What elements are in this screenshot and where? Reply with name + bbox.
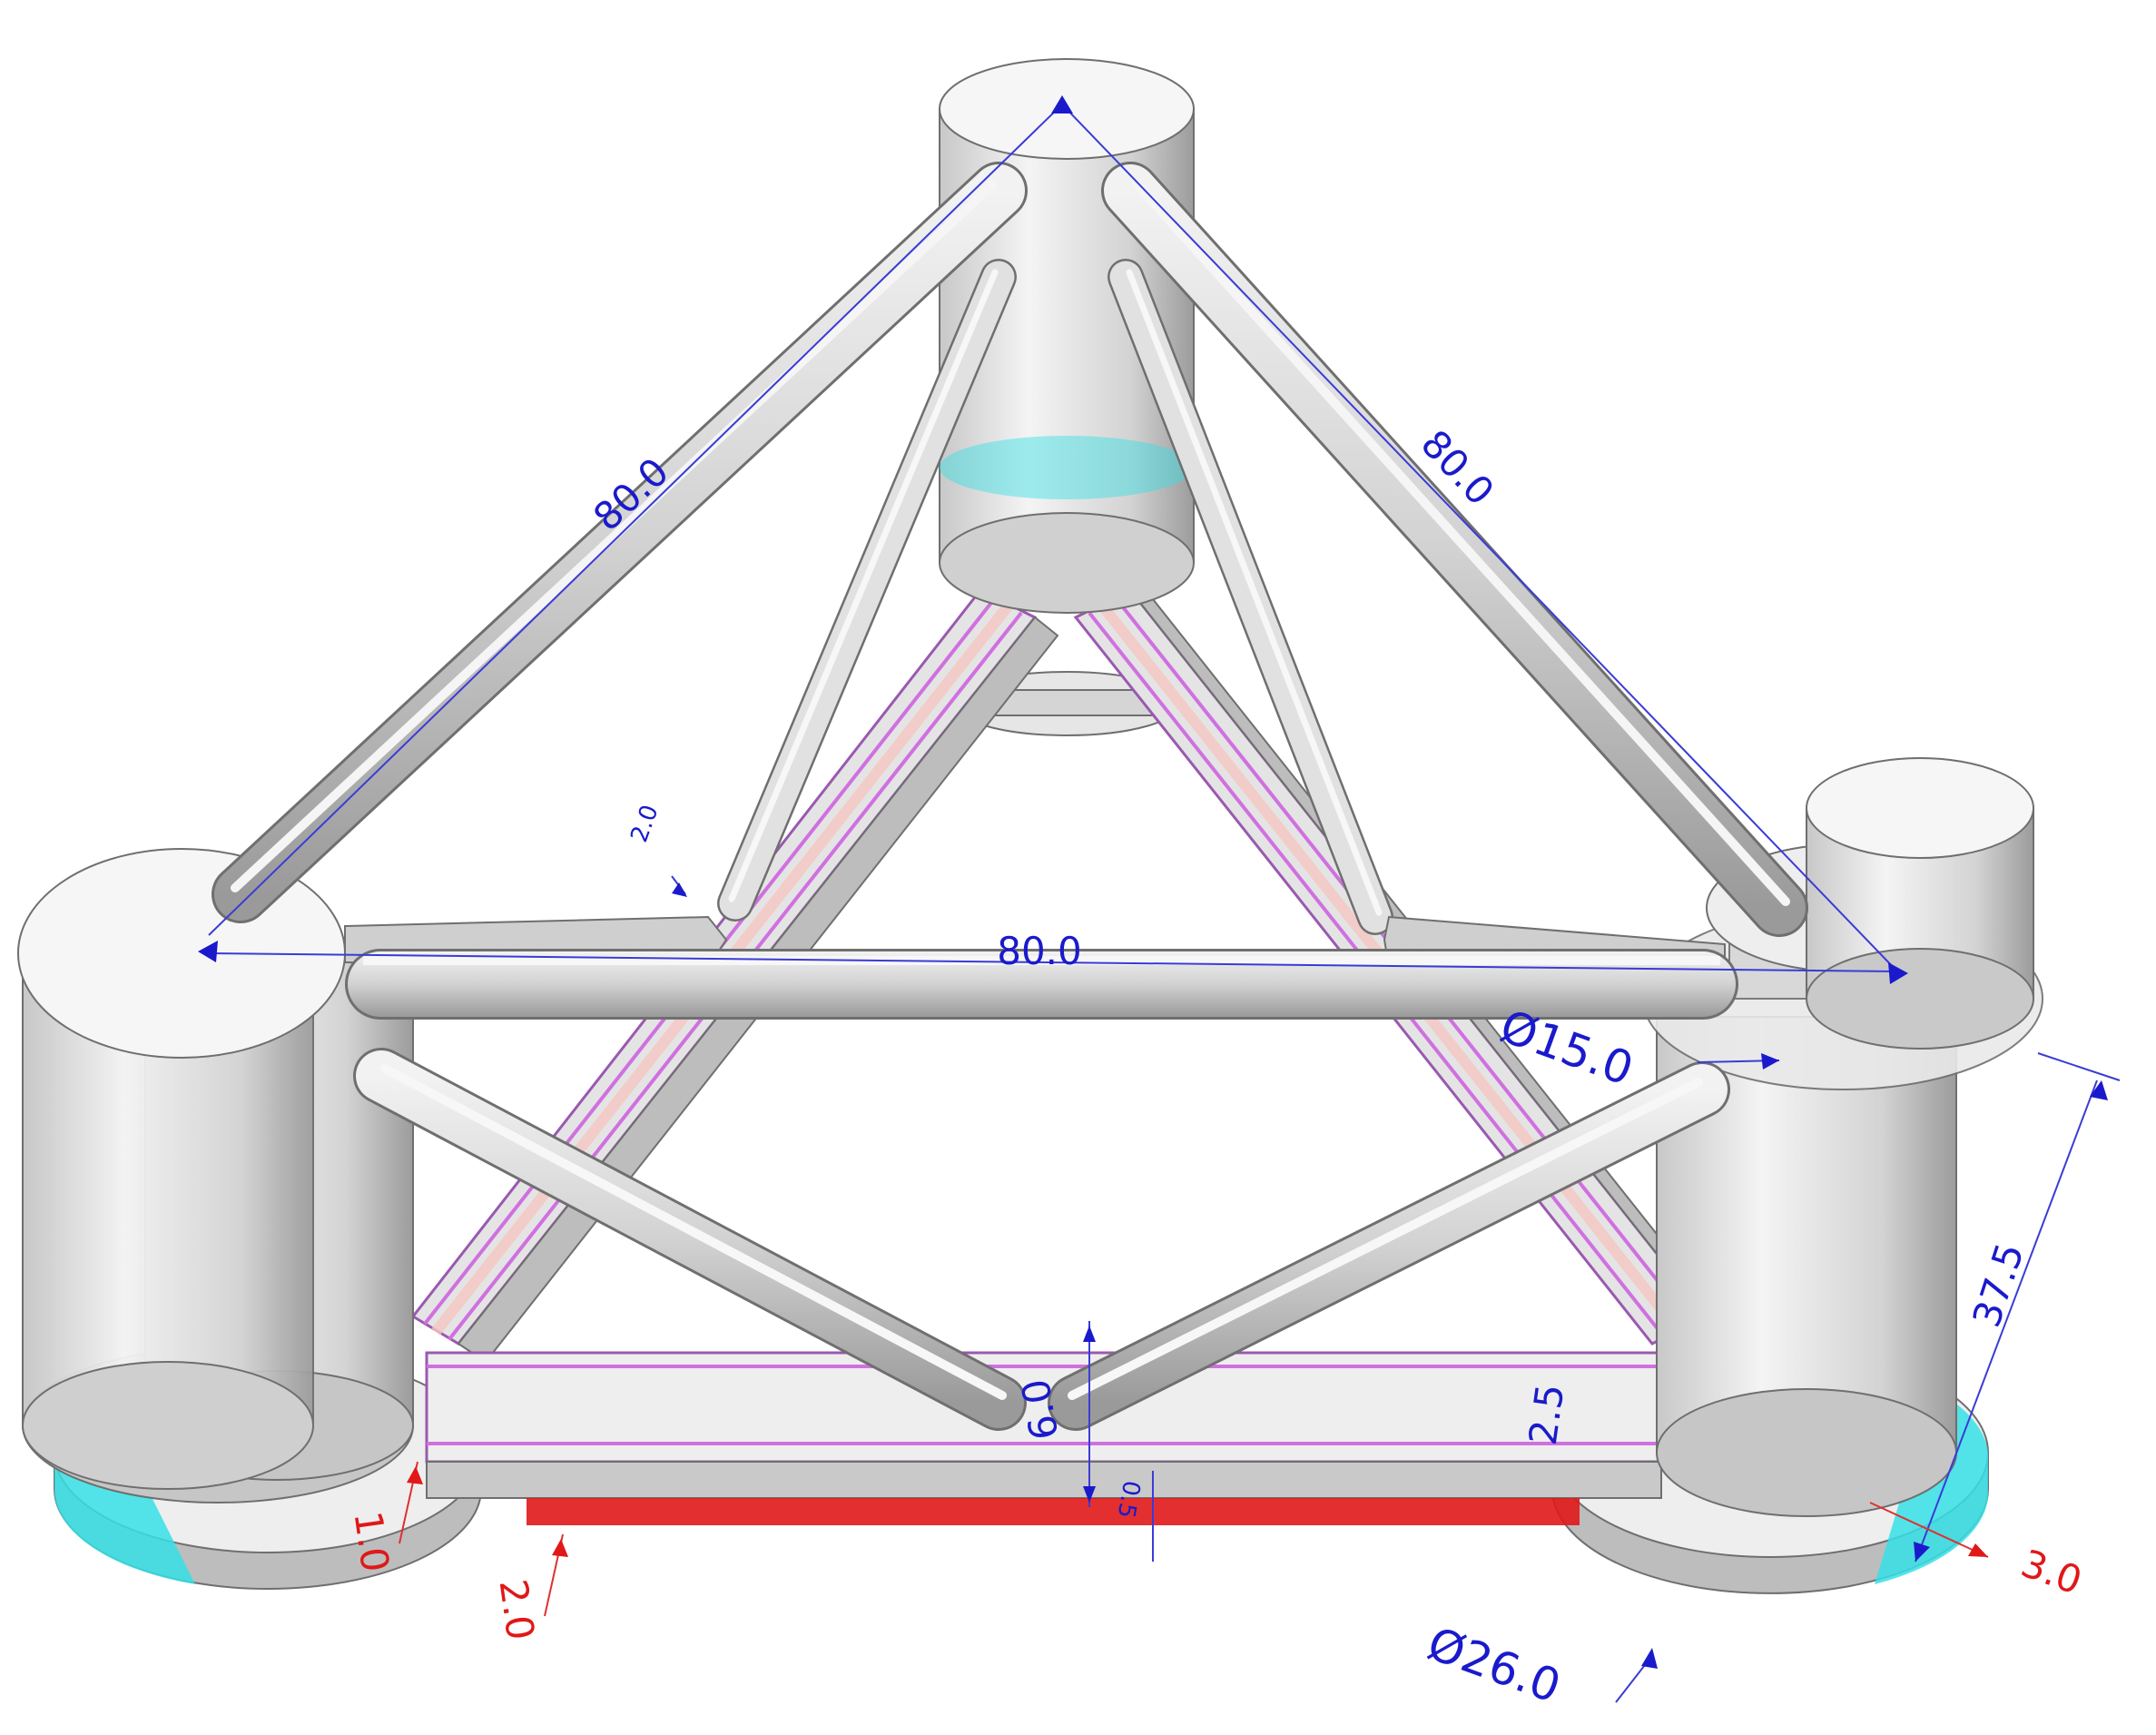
front-pontoon-red-edge — [527, 1498, 1580, 1525]
front-pontoon — [425, 1351, 1663, 1525]
label-pontoon-width: 2.5 — [1521, 1381, 1573, 1447]
label-brace-diameter: 2.0 — [625, 802, 664, 846]
label-left-plate-offset: 1.0 — [345, 1508, 398, 1574]
inner-right-diagonal-brace — [1108, 259, 1393, 935]
upper-left-brace — [212, 162, 1028, 923]
label-right-plate-offset: 3.0 — [2015, 1541, 2088, 1603]
label-left-plate-thickness: 2.0 — [490, 1576, 543, 1642]
label-pontoon-height: 6.0 — [1013, 1375, 1068, 1443]
label-column-height: 37.5 — [1964, 1237, 2032, 1332]
label-side-front: 80.0 — [997, 929, 1082, 973]
upper-right-brace — [1101, 162, 1808, 937]
center-column-waterline — [940, 436, 1194, 499]
left-offset-column — [17, 848, 414, 1503]
inner-left-diagonal-brace — [717, 259, 1017, 922]
right-offset-column — [1642, 757, 2043, 1517]
dimension-lines — [198, 95, 2121, 1703]
arrow-top-icon — [1051, 95, 1073, 113]
arrow-left-icon — [198, 941, 218, 962]
label-pontoon-thickness: 0.5 — [1112, 1478, 1146, 1520]
lower-left-diagonal-brace — [353, 1048, 1027, 1431]
arrow-right-icon — [1888, 962, 1908, 984]
lower-right-diagonal-brace — [1048, 1061, 1730, 1431]
label-heave-plate-diameter: Ø26.0 — [1421, 1617, 1567, 1713]
